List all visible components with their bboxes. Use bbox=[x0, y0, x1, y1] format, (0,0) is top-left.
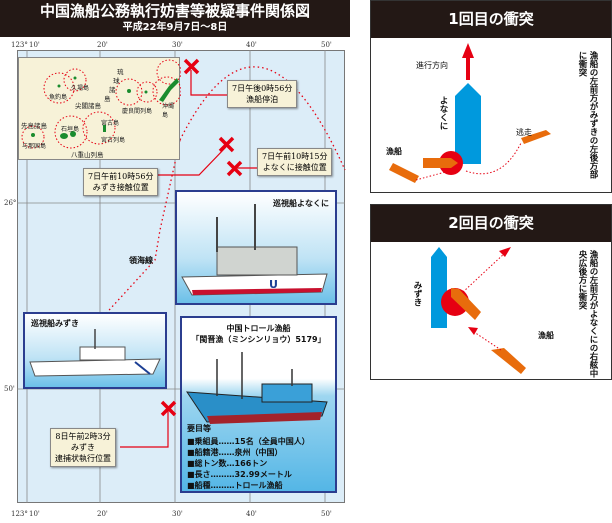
lon-tick: 50' bbox=[321, 510, 332, 518]
lon-tick: 40' bbox=[246, 41, 257, 49]
mizuki-label: みずき bbox=[412, 281, 422, 307]
territorial-line bbox=[99, 66, 346, 321]
incident-map-panel: 中国漁船公務執行妨害等被疑事件関係図 平成22年9月7日～8日 123° 10'… bbox=[0, 0, 350, 518]
island-label: 宮古列島 bbox=[101, 137, 126, 144]
inset-map: 魚釣島 久場島 尖閣諸島 先島諸島 与那国島 石垣島 宮古島 宮古列島 八重山列… bbox=[18, 57, 181, 160]
lon-tick: 123° bbox=[11, 41, 28, 49]
callout-event: 漁船停泊 bbox=[246, 95, 279, 104]
boat-icon bbox=[451, 288, 481, 320]
callout-time: 7日午前10時56分 bbox=[88, 172, 154, 181]
island-label: 沖縄島 bbox=[162, 103, 175, 119]
cross-marks bbox=[160, 58, 243, 417]
trawler-name: 「閩晋漁（ミンシンリョウ）5179」 bbox=[191, 335, 326, 344]
island-label: 慶良間列島 bbox=[122, 108, 153, 115]
lon-tick: 20' bbox=[97, 510, 108, 518]
lon-tick: 20' bbox=[97, 41, 108, 49]
escape-label: 逃走 bbox=[516, 128, 532, 137]
callout-time: 7日午前10時15分 bbox=[262, 152, 328, 161]
collision1-panel: 1回目の衝突 進行方向 よなくに 漁船 逃走 漁船の左前方がみずきの左後方部に衝… bbox=[370, 0, 612, 193]
lon-tick: 123° bbox=[11, 510, 28, 518]
collision2-note: 漁船の左前方がよなくにの右舷中央広後方に衝突 bbox=[577, 250, 598, 378]
mizuki-photo: 巡視船みずき bbox=[23, 312, 167, 389]
callout-event: みずき接触位置 bbox=[92, 183, 149, 192]
map-title: 中国漁船公務執行妨害等被疑事件関係図 bbox=[39, 2, 310, 20]
collision2-title: 2回目の衝突 bbox=[371, 205, 611, 242]
yonakuni-label: よなくに bbox=[438, 96, 448, 130]
callout-event: 逮捕状執行位置 bbox=[55, 454, 111, 463]
spec-row: ■乗組員……15名（全員中国人） bbox=[187, 437, 310, 446]
island-label: 先島諸島 bbox=[21, 122, 47, 130]
lat-tick: 26° bbox=[4, 199, 17, 207]
island-label: 諸 bbox=[109, 86, 116, 94]
map-subtitle: 平成22年9月7日～8日 bbox=[122, 22, 228, 33]
island-label: 球 bbox=[113, 77, 120, 85]
callout-stop: 7日午後0時56分 漁船停泊 bbox=[227, 80, 298, 108]
boat-icon bbox=[423, 158, 458, 168]
spec-row: ■総トン数…166トン bbox=[187, 459, 268, 468]
specs-heading: 要目等 bbox=[187, 424, 211, 433]
callout-yonakuni-contact: 7日午前10時15分 よなくに接触位置 bbox=[257, 148, 333, 176]
island-label: 琉 bbox=[117, 68, 124, 76]
callout-time: 8日午前2時3分 bbox=[55, 432, 111, 441]
lon-tick: 50' bbox=[321, 41, 332, 49]
boat-icon bbox=[491, 348, 526, 374]
direction-label: 進行方向 bbox=[416, 61, 448, 70]
lon-tick: 10' bbox=[29, 510, 40, 518]
lat-tick: 50' bbox=[4, 385, 15, 393]
lon-tick: 40' bbox=[246, 510, 257, 518]
collision2-panel: 2回目の衝突 みずき 漁船 漁船の左前方がよなくにの右舷中央広後方に衝突 bbox=[370, 204, 612, 380]
callout-time: 7日午後0時56分 bbox=[232, 84, 293, 93]
island-label: 八重山列島 bbox=[71, 151, 104, 159]
island-label: 島 bbox=[104, 95, 111, 103]
yonakuni-photo: 巡視船よなくに U bbox=[175, 190, 337, 305]
collision1-note: 漁船の左前方がみずきの左後方部に衝突 bbox=[577, 51, 598, 179]
boat-label: 漁船 bbox=[386, 147, 402, 156]
boat-icon bbox=[389, 163, 419, 183]
lon-tick: 30' bbox=[172, 41, 183, 49]
yonakuni-label: 巡視船よなくに bbox=[273, 199, 329, 208]
boat-icon bbox=[521, 130, 551, 144]
patrol-ship-icon bbox=[29, 329, 161, 377]
mizuki-ship-icon bbox=[431, 247, 447, 328]
trawler-ship-icon bbox=[186, 352, 328, 424]
callout-arrest: 8日午前2時3分 みずき 逮捕状執行位置 bbox=[50, 428, 116, 467]
boat-label: 漁船 bbox=[538, 331, 554, 340]
lon-tick: 10' bbox=[29, 41, 40, 49]
island-label: 石垣島 bbox=[61, 126, 80, 133]
island-label: 与那国島 bbox=[22, 143, 47, 150]
collision1-title: 1回目の衝突 bbox=[371, 1, 611, 38]
callout-mizuki-contact: 7日午前10時56分 みずき接触位置 bbox=[83, 168, 159, 196]
direction-arrow-icon bbox=[462, 43, 474, 80]
callout-ship: みずき bbox=[71, 443, 95, 452]
mizuki-label: 巡視船みずき bbox=[31, 319, 79, 328]
island-label: 魚釣島 bbox=[49, 94, 68, 101]
spec-row: ■船種………トロール漁船 bbox=[187, 481, 283, 490]
island-label: 久場島 bbox=[71, 85, 90, 92]
callout-event: よなくに接触位置 bbox=[262, 163, 327, 172]
spec-row: ■長さ………32.99メートル bbox=[187, 470, 292, 479]
trawler-panel: 中国トロール漁船 「閩晋漁（ミンシンリョウ）5179」 要目等 ■乗組員……15… bbox=[180, 316, 337, 493]
territorial-line-label: 領海線 bbox=[129, 256, 153, 265]
lon-tick: 30' bbox=[172, 510, 183, 518]
spec-row: ■船籍港……泉州（中国） bbox=[187, 448, 283, 457]
island-label: 宮古島 bbox=[101, 120, 120, 127]
trawler-specs: 要目等 ■乗組員……15名（全員中国人） ■船籍港……泉州（中国） ■総トン数…… bbox=[187, 423, 310, 491]
island-label: 尖閣諸島 bbox=[75, 102, 101, 110]
collision1-diagram bbox=[389, 43, 551, 183]
yonakuni-ship-icon bbox=[455, 83, 481, 164]
title-bar: 中国漁船公務執行妨害等被疑事件関係図 平成22年9月7日～8日 bbox=[0, 0, 350, 37]
patrol-ship-icon: U bbox=[181, 204, 328, 296]
trawler-title: 中国トロール漁船 bbox=[226, 324, 291, 333]
collision2-diagram bbox=[431, 247, 526, 374]
svg-text:U: U bbox=[269, 278, 278, 291]
